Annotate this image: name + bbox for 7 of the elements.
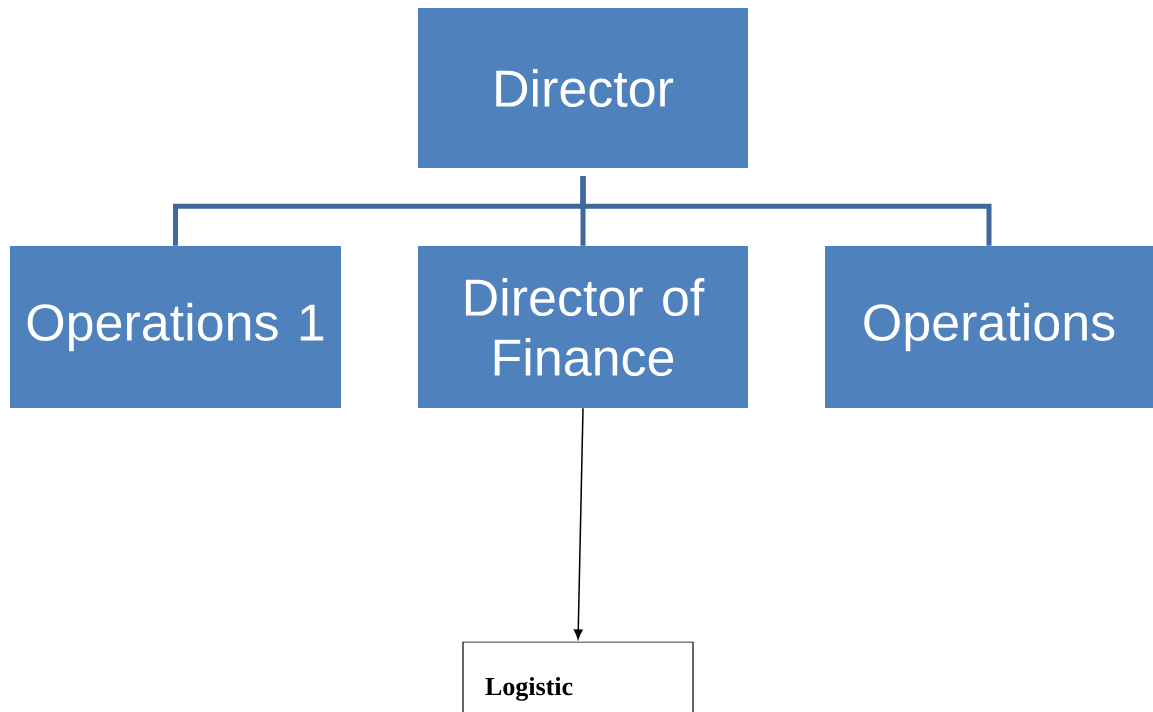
org-box: Logistic	[462, 641, 694, 712]
org-box: Operations 1	[10, 246, 341, 408]
arrow	[573, 407, 584, 640]
org-box: Director	[418, 8, 748, 168]
connector-line	[580, 176, 992, 246]
org-box: Operations	[825, 246, 1153, 408]
org-box: Director of Finance	[418, 246, 748, 408]
